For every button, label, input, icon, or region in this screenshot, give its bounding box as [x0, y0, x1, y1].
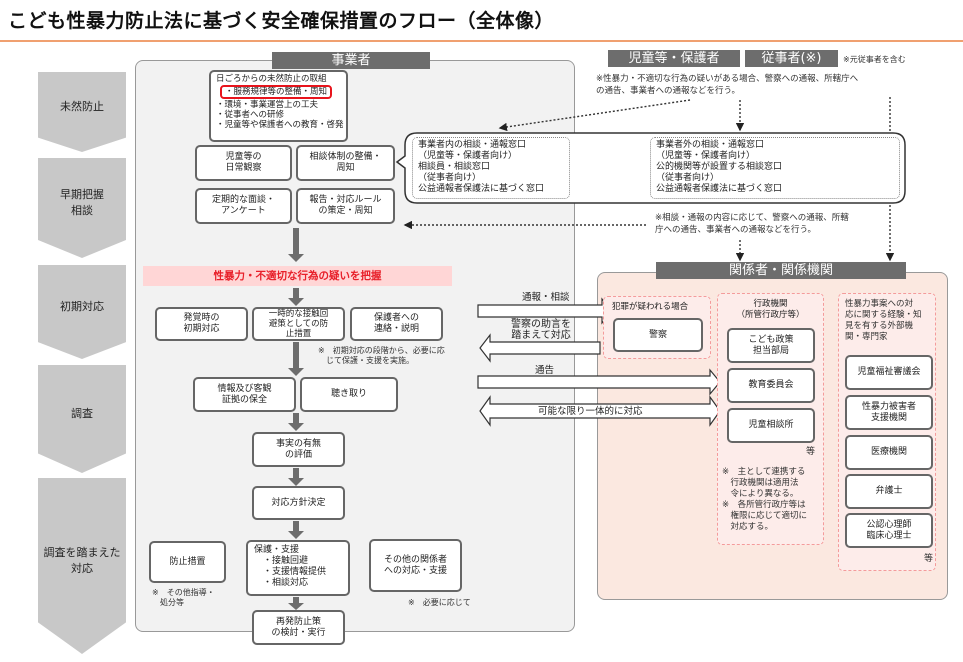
crime-label: 犯罪が疑われる場合	[612, 302, 689, 312]
stage-label: 初期対応	[60, 300, 104, 313]
notify-label: 通告	[535, 365, 555, 376]
stage-early-detection: 早期把握 相談	[38, 158, 126, 258]
prevention-item: ・従事者への研修	[216, 110, 285, 120]
internal-window-box: 事業者内の相談・通報窓口 （児童等・保護者向け） 相談員・相談窓口 （従事者向け…	[412, 137, 570, 199]
down-arrow	[288, 288, 304, 306]
windows-note: ※相談・通報の内容に応じて、警察への通報、所轄 庁への通告、事業者への通報などを…	[655, 213, 849, 235]
flow-down-arrows	[288, 228, 304, 610]
down-arrow	[288, 597, 304, 610]
admin-label: 行政機関 （所管行政庁等）	[736, 299, 805, 320]
prevention-heading: 日ごろからの未然防止の取組	[216, 74, 327, 84]
others-note: ※ 必要に応じて	[408, 598, 471, 607]
expert-item: 児童福祉審議会	[845, 355, 933, 390]
related-header: 関係者・関係機関	[656, 262, 906, 279]
stage-label: 調査	[71, 407, 93, 420]
expert-item: 性暴力被害者 支援機関	[845, 395, 933, 430]
stage-investigation: 調査	[38, 365, 126, 473]
workers-header: 従事者(※)	[745, 50, 838, 67]
report-label: 通報・相談	[522, 292, 570, 303]
initial-note: ※ 初期対応の段階から、必要に応 じて保護・支援を実施。	[318, 346, 445, 365]
evaluation-box: 事実の有無 の評価	[252, 432, 345, 467]
police-advice-label: 警察の助言を 踏まえて対応	[511, 319, 571, 341]
expert-item: 弁護士	[845, 474, 933, 509]
interview-box: 定期的な面談・ アンケート	[195, 188, 292, 224]
prevent-note: ※ その他指導・ 処分等	[152, 588, 215, 607]
prevent-measure-box: 防止措置	[149, 541, 226, 583]
joint-arrow	[479, 395, 721, 427]
down-arrow	[288, 468, 304, 486]
stage-post-investigation: 調査を踏まえた 対応	[38, 478, 126, 654]
admin-etc: 等	[806, 447, 816, 457]
workers-note: ※元従事者を含む	[843, 55, 906, 64]
stage-initial-response: 初期対応	[38, 265, 126, 359]
stage-prevention: 未然防止	[38, 72, 126, 152]
prevention-box: 日ごろからの未然防止の取組・服務規律等の整備・周知・環境・事業運営上の工夫・従事…	[209, 70, 348, 142]
prevention-item: ・環境・事業運営上の工夫	[216, 100, 319, 110]
stage-label: 調査を踏まえた 対応	[43, 546, 121, 575]
down-arrow	[288, 521, 304, 539]
rules-box: 報告・対応ルール の策定・周知	[296, 188, 395, 224]
expert-item: 公認心理師 臨床心理士	[845, 513, 933, 548]
down-arrow	[288, 228, 304, 262]
reporters-note: ※性暴力・不適切な行為の疑いがある場合、警察への通報、所轄庁へ の通告、事業者へ…	[596, 74, 859, 96]
suspicion-bar: 性暴力・不適切な行為の疑いを把握	[143, 266, 452, 286]
expert-item: 医療機関	[845, 435, 933, 470]
guardian-contact-box: 保護者への 連絡・説明	[350, 307, 443, 341]
joint-label: 可能な限り一体的に対応	[538, 406, 643, 417]
prevention-item: ・児童等や保護者への教育・啓発	[216, 120, 344, 130]
page-title: こども性暴力防止法に基づく安全確保措置のフロー（全体像）	[8, 10, 555, 32]
consult-setup-box: 相談体制の整備・ 周知	[296, 145, 395, 181]
admin-item: 児童相談所	[727, 408, 815, 443]
highlight-box: ・服務規律等の整備・周知	[220, 85, 333, 99]
stage-label: 未然防止	[60, 100, 104, 113]
experts-label: 性暴力事案への対 応に関する経験・知 見を有する外部機 関・専門家	[845, 299, 922, 342]
down-arrow	[288, 413, 304, 431]
evidence-box: 情報及び客観 証拠の保全	[193, 377, 296, 412]
support-box: 保護・支援 ・接触回避 ・支援情報提供 ・相談対応	[246, 540, 350, 596]
operator-header: 事業者	[272, 52, 430, 69]
stage-label: 早期把握 相談	[60, 188, 104, 217]
notify-arrow	[477, 368, 721, 396]
contact-avoid-box: 一時的な接触回 避策としての防 止措置	[252, 307, 345, 341]
police-advice-arrow	[479, 333, 601, 363]
initial-response-box: 発覚時の 初期対応	[155, 307, 248, 341]
experts-etc: 等	[924, 554, 934, 564]
admin-note: ※ 主として連携する 行政機関は適用法 令により異なる。 ※ 各所管行政庁等は …	[722, 467, 808, 532]
recurrence-box: 再発防止策 の検討・実行	[252, 610, 345, 645]
windows-callout	[395, 132, 906, 204]
admin-item: こども政策 担当部局	[727, 328, 815, 363]
external-window-box: 事業者外の相談・通報窓口 （児童等・保護者向け） 公的機関等が設置する相談窓口 …	[650, 137, 900, 199]
dotted-arrow-to-internal	[498, 99, 691, 132]
daily-observation-box: 児童等の 日常観察	[195, 145, 292, 181]
hearing-box: 聴き取り	[300, 377, 398, 412]
policy-box: 対応方針決定	[252, 486, 345, 520]
admin-item: 教育委員会	[727, 368, 815, 403]
other-parties-box: その他の関係者 への対応・支援	[369, 539, 462, 592]
title-divider	[0, 40, 963, 42]
children-guardians-header: 児童等・保護者	[608, 50, 740, 67]
down-arrow	[288, 342, 304, 376]
police-box: 警察	[613, 318, 703, 352]
